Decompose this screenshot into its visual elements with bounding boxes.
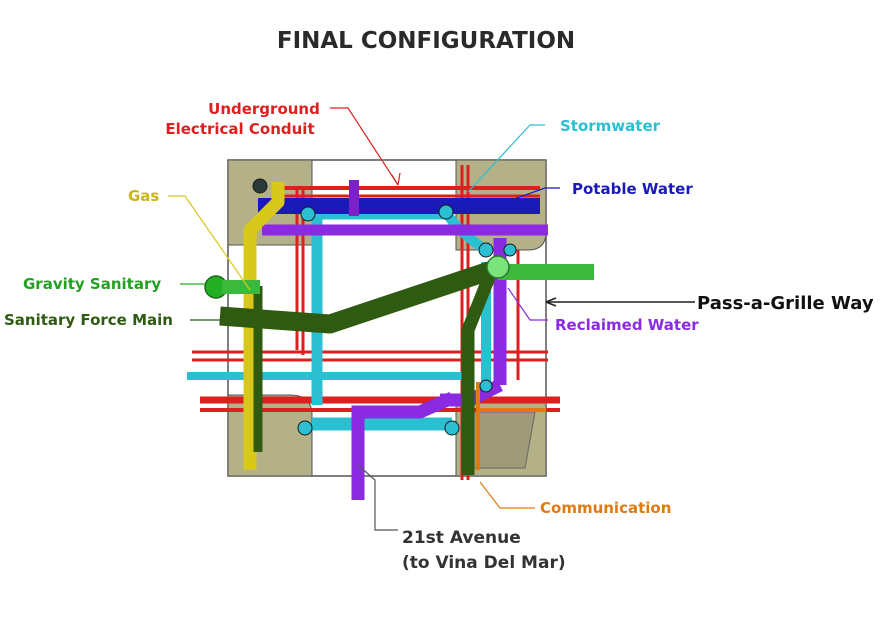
label-underground-electrical-line2: Electrical Conduit [165, 120, 314, 138]
label-gas: Gas [128, 187, 159, 205]
label-sanitary-force-main: Sanitary Force Main [4, 311, 173, 329]
label-communication: Communication [540, 499, 671, 517]
label-potable-water: Potable Water [572, 180, 693, 198]
label-underground-electrical-line1: Underground [208, 100, 320, 118]
label-21st-avenue-line1: 21st Avenue [402, 528, 521, 548]
label-21st-avenue-line2: (to Vina Del Mar) [402, 553, 566, 573]
label-pass-a-grille-way: Pass-a-Grille Way [697, 293, 874, 314]
label-gravity-sanitary: Gravity Sanitary [23, 275, 161, 293]
diagram-title: FINAL CONFIGURATION [277, 28, 575, 54]
label-stormwater: Stormwater [560, 117, 661, 135]
label-reclaimed-water: Reclaimed Water [555, 316, 699, 334]
